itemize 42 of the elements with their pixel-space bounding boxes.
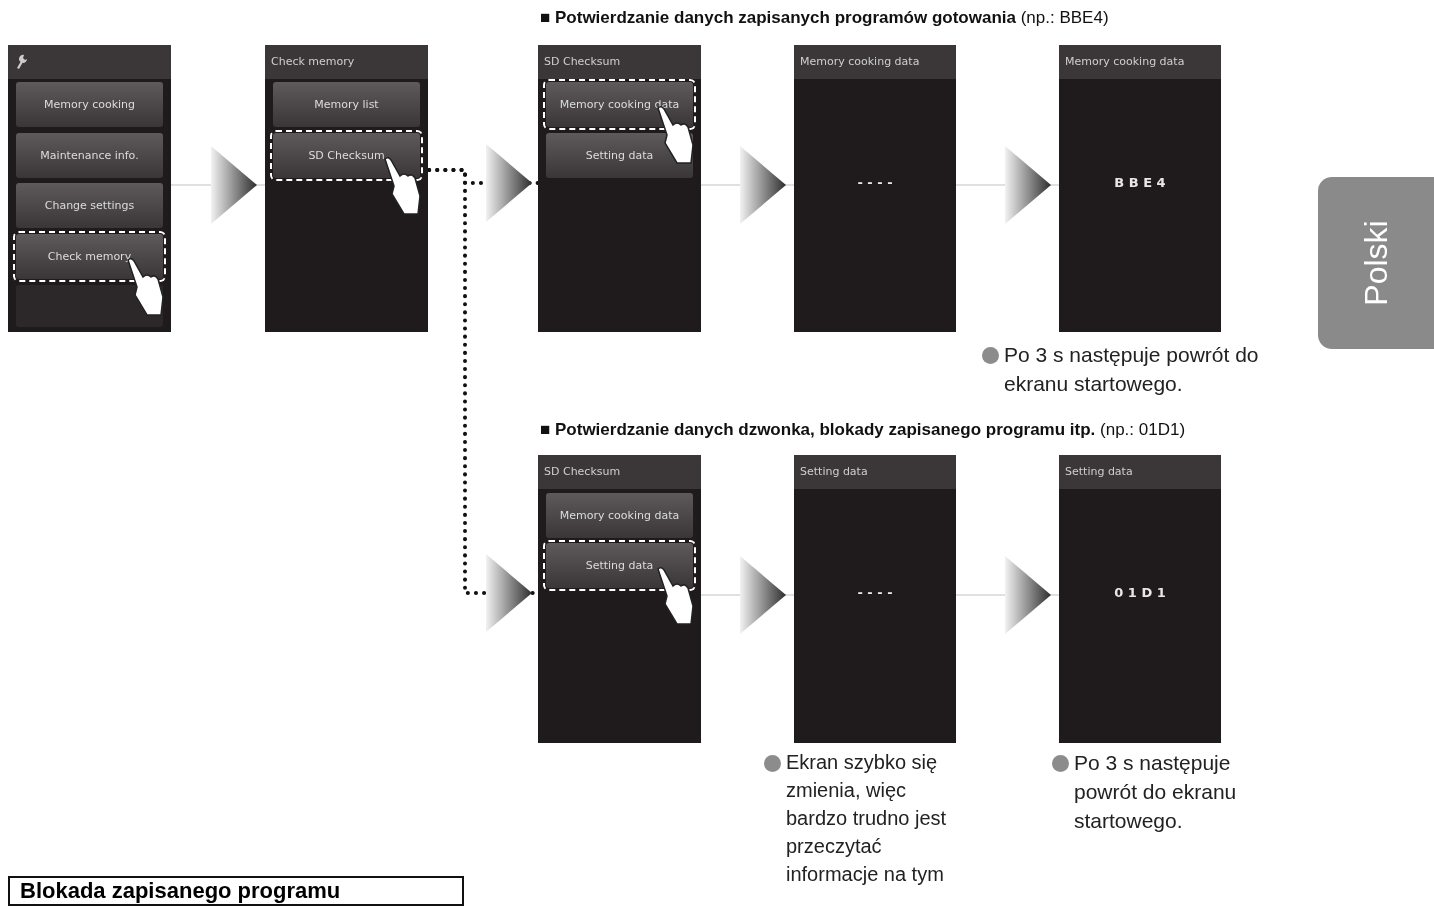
phone-screen — [265, 45, 428, 332]
screen-title: Memory cooking data — [800, 55, 920, 68]
arrow — [955, 146, 1060, 224]
menu-button: Memory cooking — [16, 82, 163, 127]
menu-button: Maintenance info. — [16, 133, 163, 178]
phone-screen — [794, 45, 956, 332]
screen-title: Check memory — [271, 55, 355, 68]
phone-screen — [1059, 45, 1221, 332]
menu-button: Memory list — [273, 82, 420, 127]
note-text: Po 3 s następuje powrót do ekranu startowego. — [1004, 343, 1259, 395]
arrow — [170, 146, 266, 224]
section-heading: Blokada zapisanego programu — [19, 878, 342, 904]
screen-title: Memory cooking data — [1065, 55, 1185, 68]
checksum-value: - - - - — [856, 175, 894, 190]
section-heading-box — [8, 876, 464, 906]
phone-screen — [8, 45, 171, 332]
phone-screen — [538, 45, 701, 332]
menu-button: Memory cooking data — [546, 493, 693, 538]
note-text: Ekran szybko się zmienia, więc bardzo trudno jest przeczytać informacje na tym — [786, 751, 947, 885]
note-text: Po 3 s następuje powrót do ekranu startowego. — [1074, 751, 1237, 832]
menu-button: Memory cooking data — [546, 82, 693, 127]
checksum-value: - - - - — [856, 585, 894, 600]
menu-button: Setting data — [546, 543, 693, 588]
menu-button: Check memory — [16, 234, 163, 279]
phone-screen — [538, 455, 701, 743]
screen-title: Setting data — [800, 465, 868, 478]
tab-label: Polski — [1357, 220, 1395, 306]
section-heading: ■ Potwierdzanie danych zapisanych programów gotowania (np.: BBE4) — [540, 8, 1109, 28]
screen-title: SD Checksum — [544, 465, 621, 478]
language-tab — [1318, 177, 1434, 349]
checksum-value: 0 1 D 1 — [1113, 585, 1167, 600]
arrow — [700, 556, 795, 634]
section-heading: ■ Potwierdzanie danych dzwonka, blokady zapisanego programu itp. (np.: 01D1) — [540, 420, 1186, 440]
phone-screen — [794, 455, 956, 743]
checksum-value: B B E 4 — [1113, 175, 1167, 190]
menu-button: Change settings — [16, 183, 163, 228]
phone-screen — [1059, 455, 1221, 743]
arrow — [700, 146, 795, 224]
menu-button: SD Checksum — [273, 133, 420, 178]
screen-title: SD Checksum — [544, 55, 621, 68]
arrow — [955, 556, 1060, 634]
screen-title: Setting data — [1065, 465, 1133, 478]
